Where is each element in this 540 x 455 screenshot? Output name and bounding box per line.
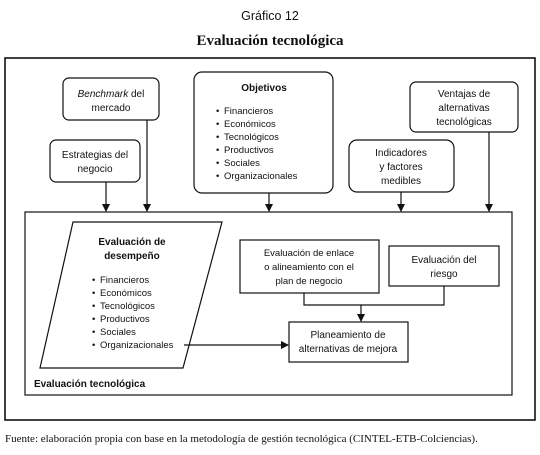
desempeno-title-line2: desempeño xyxy=(104,251,160,262)
benchmark-line2: mercado xyxy=(92,103,131,114)
desempeno-item: Productivos xyxy=(100,314,150,325)
connector-riesgo xyxy=(361,286,445,306)
desempeno-title-line1: Evaluación de xyxy=(98,237,166,248)
ventajas-line2: alternativas xyxy=(438,103,489,114)
objetivos-box: Objetivos Financieros Económicos Tecnoló… xyxy=(193,71,334,194)
enlace-box: Evaluación de enlace o alineamiento con … xyxy=(239,239,380,294)
riesgo-line2: riesgo xyxy=(430,269,458,280)
enlace-line2: o alineamiento con el xyxy=(264,262,354,273)
source-note: Fuente: elaboración propia con base en l… xyxy=(5,433,478,445)
ventajas-line1: Ventajas de xyxy=(438,89,491,100)
indicadores-line3: medibles xyxy=(381,176,421,187)
svg-text:•: • xyxy=(216,171,219,182)
desempeno-parallelogram: Evaluación de desempeño Financieros Econ… xyxy=(39,221,223,369)
benchmark-box: Benchmark del mercado xyxy=(62,77,160,121)
inner-evaluation-frame xyxy=(24,211,513,396)
svg-text:•: • xyxy=(216,145,219,156)
diagram-title: Evaluación tecnológica xyxy=(196,33,344,49)
objetivos-item: Sociales xyxy=(224,158,260,169)
desempeno-item: Financieros xyxy=(100,275,149,286)
ventajas-box: Ventajas de alternativas tecnológicas xyxy=(409,81,519,133)
riesgo-line1: Evaluación del xyxy=(411,255,476,266)
objetivos-item: Productivos xyxy=(224,145,274,156)
objetivos-title: Objetivos xyxy=(241,83,287,94)
benchmark-rest-text: del xyxy=(128,89,144,100)
objetivos-item: Financieros xyxy=(224,106,273,117)
enlace-line3: plan de negocio xyxy=(275,276,342,287)
svg-text:•: • xyxy=(92,275,95,286)
benchmark-italic-text: Benchmark xyxy=(78,89,130,100)
objetivos-item: Económicos xyxy=(224,119,276,130)
arrow-enlace-to-planeamiento xyxy=(303,293,365,322)
planeamiento-box: Planeamiento de alternativas de mejora xyxy=(288,321,409,363)
desempeno-item: Tecnológicos xyxy=(100,301,155,312)
desempeno-item: Sociales xyxy=(100,327,136,338)
svg-text:•: • xyxy=(216,119,219,130)
desempeno-item: Organizacionales xyxy=(100,340,174,351)
estrategias-line2: negocio xyxy=(77,164,112,175)
svg-text:•: • xyxy=(216,106,219,117)
indicadores-line2: y factores xyxy=(379,162,422,173)
objetivos-item: Tecnológicos xyxy=(224,132,279,143)
svg-text:•: • xyxy=(92,327,95,338)
desempeno-item: Económicos xyxy=(100,288,152,299)
planeamiento-line1: Planeamiento de xyxy=(310,330,385,341)
svg-text:•: • xyxy=(216,132,219,143)
objetivos-item: Organizacionales xyxy=(224,171,298,182)
estrategias-line1: Estrategias del xyxy=(62,150,128,161)
inner-frame-label: Evaluación tecnológica xyxy=(34,379,146,390)
svg-text:•: • xyxy=(92,314,95,325)
planeamiento-line2: alternativas de mejora xyxy=(299,344,398,355)
estrategias-box: Estrategias del negocio xyxy=(49,139,141,183)
svg-text:•: • xyxy=(92,340,95,351)
ventajas-line3: tecnológicas xyxy=(436,117,492,128)
enlace-line1: Evaluación de enlace xyxy=(264,248,354,259)
svg-text:Benchmark del: Benchmark del xyxy=(78,89,145,100)
riesgo-box: Evaluación del riesgo xyxy=(388,245,500,287)
indicadores-line1: Indicadores xyxy=(375,148,427,159)
svg-text:•: • xyxy=(216,158,219,169)
indicadores-box: Indicadores y factores medibles xyxy=(348,139,455,193)
svg-text:•: • xyxy=(92,288,95,299)
caption-label: Gráfico 12 xyxy=(241,9,299,23)
outer-frame xyxy=(4,57,536,421)
svg-text:•: • xyxy=(92,301,95,312)
